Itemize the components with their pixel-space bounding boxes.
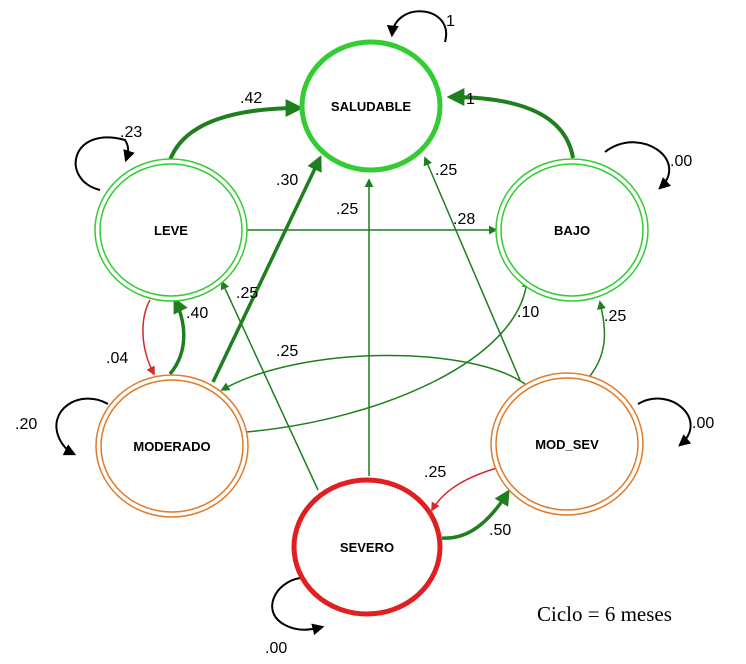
self-loop-severo <box>271 577 325 636</box>
node-leve-inner-ring <box>99 163 243 297</box>
node-leve-label: LEVE <box>154 223 188 238</box>
label-moderado-to-leve: .40 <box>186 305 208 322</box>
label-moderado-to-saludable: .30 <box>276 172 298 189</box>
node-bajo-label: BAJO <box>554 223 590 238</box>
node-moderado-inner-ring <box>100 379 244 513</box>
edge-moderado-to-leve <box>168 297 188 376</box>
label-mod-sev-self: .00 <box>692 415 714 432</box>
edge-severo-to-mod-sev <box>441 489 510 540</box>
label-severo-to-mod-sev: .50 <box>489 522 511 539</box>
edge-mod-sev-to-bajo <box>589 300 606 377</box>
label-mod-sev-to-severo: .25 <box>424 464 446 481</box>
edge-moderado-to-saludable <box>211 155 322 383</box>
edge-mod-sev-to-saludable <box>423 156 521 381</box>
label-leve-to-bajo: .28 <box>453 211 475 228</box>
node-mod-sev-label: MOD_SEV <box>535 437 599 452</box>
label-mod-sev-to-moderado: .25 <box>276 343 298 360</box>
node-mod-sev <box>490 372 644 516</box>
edge-mod-sev-to-moderado <box>220 354 526 391</box>
self-loop-leve <box>74 136 135 191</box>
label-severo-self: .00 <box>265 640 287 657</box>
label-severo-to-leve: .25 <box>236 285 258 302</box>
node-severo-label: SEVERO <box>340 540 394 555</box>
label-severo-to-saludable: .25 <box>336 201 358 218</box>
edge-leve-to-moderado <box>142 299 155 376</box>
node-bajo <box>495 158 649 302</box>
self-loop-mod-sev <box>637 397 692 447</box>
edge-bajo-to-saludable <box>446 88 575 159</box>
label-leve-to-saludable: .42 <box>240 90 262 107</box>
label-leve-to-moderado: .04 <box>106 350 128 367</box>
label-bajo-self: .00 <box>670 153 692 170</box>
edge-moderado-to-bajo <box>245 278 531 433</box>
node-mod-sev-inner-ring <box>495 377 639 511</box>
label-moderado-self: .20 <box>15 416 37 433</box>
node-moderado-label: MODERADO <box>133 439 210 454</box>
node-saludable <box>299 39 443 173</box>
label-leve-self: .23 <box>120 124 142 141</box>
cycle-caption: Ciclo = 6 meses <box>537 602 672 626</box>
edge-leve-to-saludable <box>168 99 304 161</box>
label-mod-sev-to-saludable: .25 <box>435 162 457 179</box>
node-saludable-label: SALUDABLE <box>331 99 411 114</box>
node-leve <box>94 158 248 302</box>
node-severo <box>291 477 443 617</box>
self-loop-moderado <box>55 397 109 456</box>
label-bajo-to-saludable: 1 <box>466 91 475 108</box>
edge-severo-to-leve <box>220 280 319 491</box>
node-moderado <box>95 374 249 518</box>
label-saludable-self: 1 <box>446 13 455 30</box>
self-loop-saludable <box>386 10 448 43</box>
label-moderado-to-bajo: .10 <box>517 304 539 321</box>
edge-mod-sev-to-severo <box>431 467 498 512</box>
self-loop-bajo <box>604 141 672 190</box>
label-mod-sev-to-bajo: .25 <box>604 308 626 325</box>
node-bajo-inner-ring <box>500 163 644 297</box>
